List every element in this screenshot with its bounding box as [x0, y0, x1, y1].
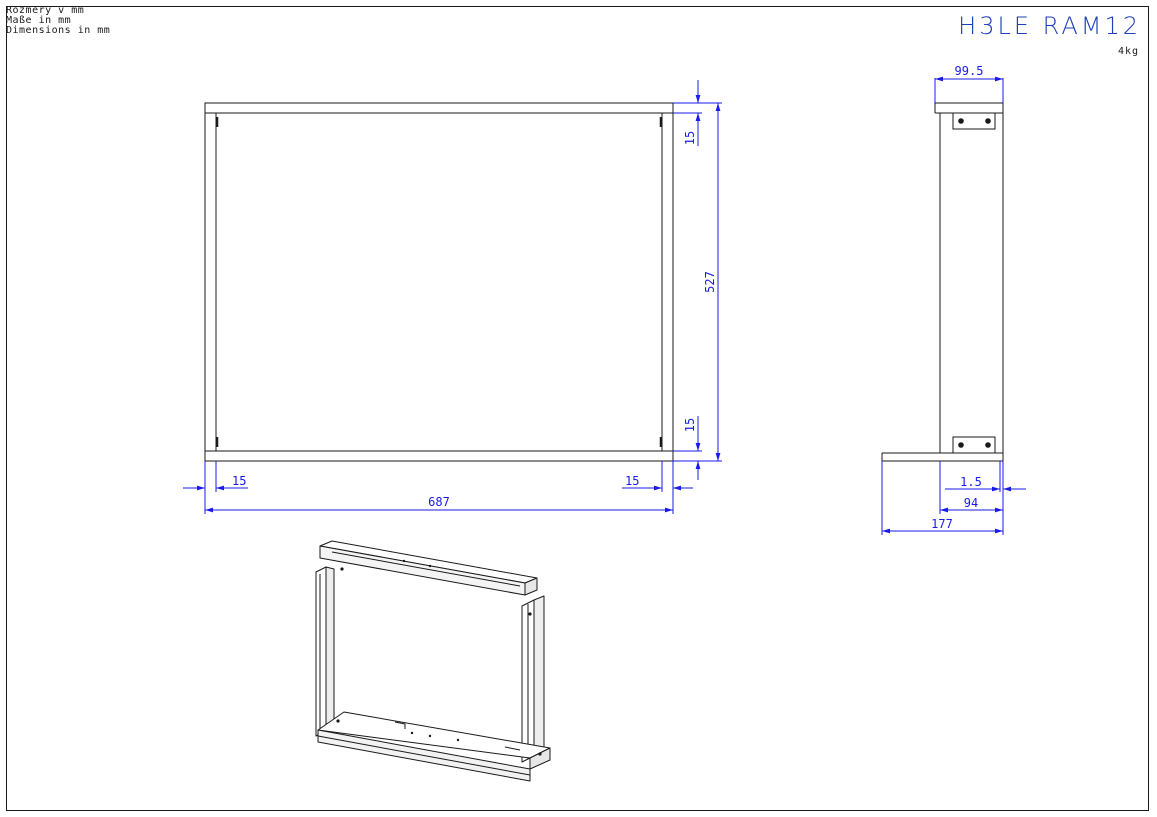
iso-holes — [336, 559, 542, 756]
isometric-view — [315, 540, 551, 782]
side-bracket-top — [952, 112, 996, 130]
bolt-hole — [958, 442, 964, 448]
dim-text-width: 687 — [428, 495, 450, 509]
dim-text-side-base: 177 — [931, 517, 953, 531]
units-line-sk: Rozmery v mm — [6, 5, 85, 16]
side-base-plate — [881, 452, 1004, 462]
dim-text-side-top-width: 99.5 — [955, 64, 984, 78]
front-frame-outer — [204, 102, 674, 462]
units-line-de: Maße in mm — [6, 15, 72, 26]
front-dimensions — [183, 80, 722, 514]
drawing-title: H3LE RAM12 — [958, 12, 1141, 40]
iso-left-post — [315, 566, 335, 737]
dim-text-top-offset: 15 — [683, 131, 697, 145]
dim-text-side-thickness: 1.5 — [960, 475, 982, 489]
dim-text-bottom-offset: 15 — [683, 418, 697, 432]
dim-text-side-depth: 94 — [964, 496, 978, 510]
units-note: Rozmery v mm Maße in mm Dimensions in mm — [6, 6, 110, 36]
side-bolts — [958, 118, 991, 448]
bolt-hole — [985, 442, 991, 448]
dim-text-height: 527 — [703, 271, 717, 293]
side-outline — [934, 102, 1004, 453]
iso-bottom-rail — [317, 711, 551, 782]
bolt-hole — [985, 118, 991, 124]
iso-right-post — [521, 595, 545, 763]
bolt-hole — [958, 118, 964, 124]
iso-top-rail — [319, 540, 538, 596]
drawing-sheet-border — [6, 6, 1149, 811]
side-bracket-bottom — [952, 436, 996, 454]
side-view — [881, 102, 1004, 462]
drawing-weight: 4kg — [1117, 46, 1139, 57]
dim-text-left-offset: 15 — [232, 474, 246, 488]
front-view — [204, 102, 674, 462]
dim-text-right-offset: 15 — [625, 474, 639, 488]
side-dimensions — [881, 76, 1026, 535]
units-line-en: Dimensions in mm — [6, 25, 111, 36]
